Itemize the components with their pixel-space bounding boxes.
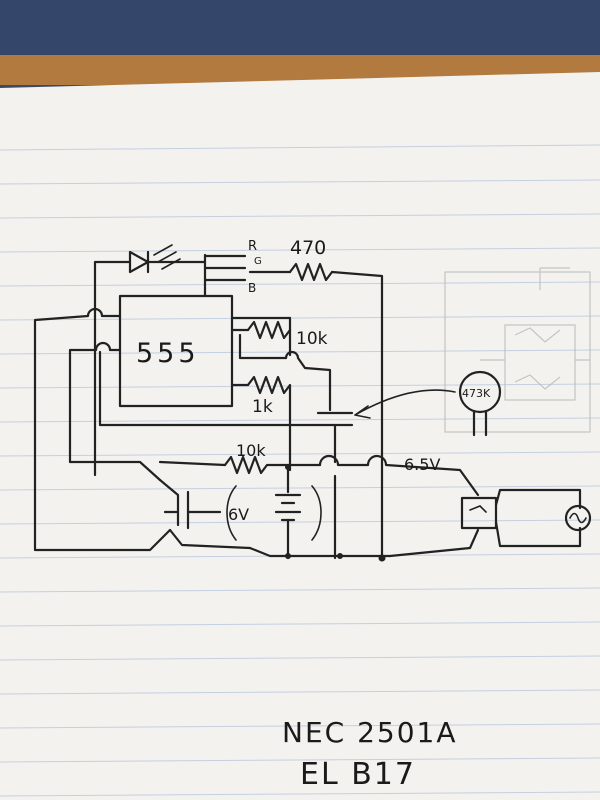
show-through-sketch xyxy=(444,267,591,433)
resistor-10k xyxy=(246,320,292,340)
rgb-g-label: G xyxy=(254,256,262,267)
resistor-470-label: 470 xyxy=(290,237,326,259)
ldr-sensor xyxy=(458,370,502,414)
note-line-2: EL B17 xyxy=(300,757,416,792)
resistor-10k-bottom xyxy=(223,455,322,475)
battery-label: 6V xyxy=(228,505,249,524)
transistor-switch xyxy=(158,478,222,530)
circuit: 555 470 R G B 10k 1k 10k 6V 6.5V 473K xyxy=(33,237,592,562)
battery-6v xyxy=(274,493,302,522)
ic-label: 555 xyxy=(136,338,200,369)
optocoupler xyxy=(460,496,498,530)
resistor-10k-bottom-label: 10k xyxy=(236,441,266,460)
rgb-b-label: B xyxy=(248,281,256,295)
junction-dot xyxy=(378,554,386,562)
paper-sheet xyxy=(0,72,600,800)
rgb-led-pins xyxy=(203,254,247,282)
junction-dot xyxy=(337,553,343,559)
resistor-1k xyxy=(246,375,292,472)
resistor-10k-label: 10k xyxy=(296,329,328,349)
note-line-1: NEC 2501A xyxy=(282,716,458,749)
ldr-label: 473K xyxy=(462,387,491,400)
ac-source-icon xyxy=(564,504,592,532)
resistor-470 xyxy=(288,262,334,282)
rgb-r-label: R xyxy=(248,239,257,254)
junction-dot xyxy=(285,553,291,559)
output-voltage-label: 6.5V xyxy=(404,455,440,474)
resistor-1k-label: 1k xyxy=(252,397,273,417)
ldr-arrow xyxy=(354,389,456,419)
